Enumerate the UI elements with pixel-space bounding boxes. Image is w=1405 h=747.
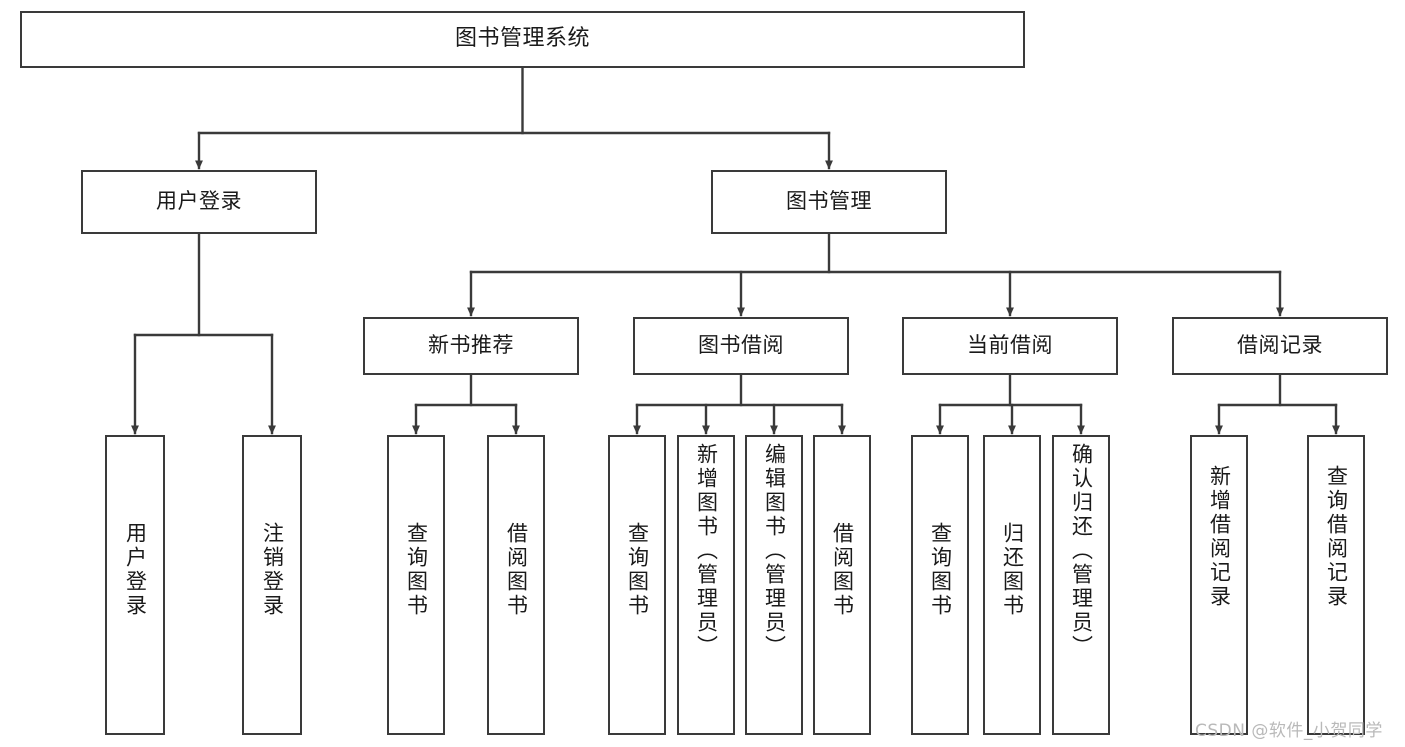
node-root[interactable]: 图书管理系统: [20, 11, 1025, 68]
node-label: 用户登录: [123, 522, 148, 618]
node-label: 查询借阅记录: [1324, 465, 1349, 609]
watermark: CSDN @软件_小贺同学: [1195, 721, 1383, 741]
node-leaf-query-record[interactable]: 查询借阅记录: [1307, 435, 1365, 735]
node-label: 借阅记录: [1237, 333, 1323, 358]
node-leaf-borrow-book-1[interactable]: 借阅图书: [487, 435, 545, 735]
node-current-borrow[interactable]: 当前借阅: [902, 317, 1118, 375]
node-label: 注销登录: [260, 522, 285, 618]
node-label: 图书管理: [786, 189, 872, 214]
node-user-login[interactable]: 用户登录: [81, 170, 317, 234]
node-book-borrow[interactable]: 图书借阅: [633, 317, 849, 375]
node-new-book-rec[interactable]: 新书推荐: [363, 317, 579, 375]
node-label: 查询图书: [404, 522, 429, 618]
node-label: 借阅图书: [830, 522, 855, 618]
node-label: 查询图书: [928, 522, 953, 618]
node-label: 新增借阅记录: [1207, 465, 1232, 609]
node-leaf-add-book[interactable]: 新增图书（管理员）: [677, 435, 735, 735]
node-label: 借阅图书: [504, 522, 529, 618]
node-label: 归还图书: [1000, 522, 1025, 618]
node-leaf-user-login[interactable]: 用户登录: [105, 435, 165, 735]
node-leaf-confirm-return[interactable]: 确认归还（管理员）: [1052, 435, 1110, 735]
node-label: 用户登录: [156, 189, 242, 214]
node-label: 新书推荐: [428, 333, 514, 358]
node-label: 确认归还（管理员）: [1069, 443, 1094, 659]
node-label: 编辑图书（管理员）: [762, 443, 787, 659]
node-leaf-query-book-2[interactable]: 查询图书: [608, 435, 666, 735]
node-leaf-user-logout[interactable]: 注销登录: [242, 435, 302, 735]
node-label: 图书借阅: [698, 333, 784, 358]
node-label: 新增图书（管理员）: [694, 443, 719, 659]
node-leaf-query-book-3[interactable]: 查询图书: [911, 435, 969, 735]
node-leaf-edit-book[interactable]: 编辑图书（管理员）: [745, 435, 803, 735]
node-book-manage[interactable]: 图书管理: [711, 170, 947, 234]
node-borrow-record[interactable]: 借阅记录: [1172, 317, 1388, 375]
node-label: 图书管理系统: [454, 26, 590, 52]
node-leaf-borrow-book-2[interactable]: 借阅图书: [813, 435, 871, 735]
node-leaf-return-book[interactable]: 归还图书: [983, 435, 1041, 735]
node-label: 当前借阅: [967, 333, 1053, 358]
node-leaf-query-book-1[interactable]: 查询图书: [387, 435, 445, 735]
node-label: 查询图书: [625, 522, 650, 618]
node-leaf-add-record[interactable]: 新增借阅记录: [1190, 435, 1248, 735]
